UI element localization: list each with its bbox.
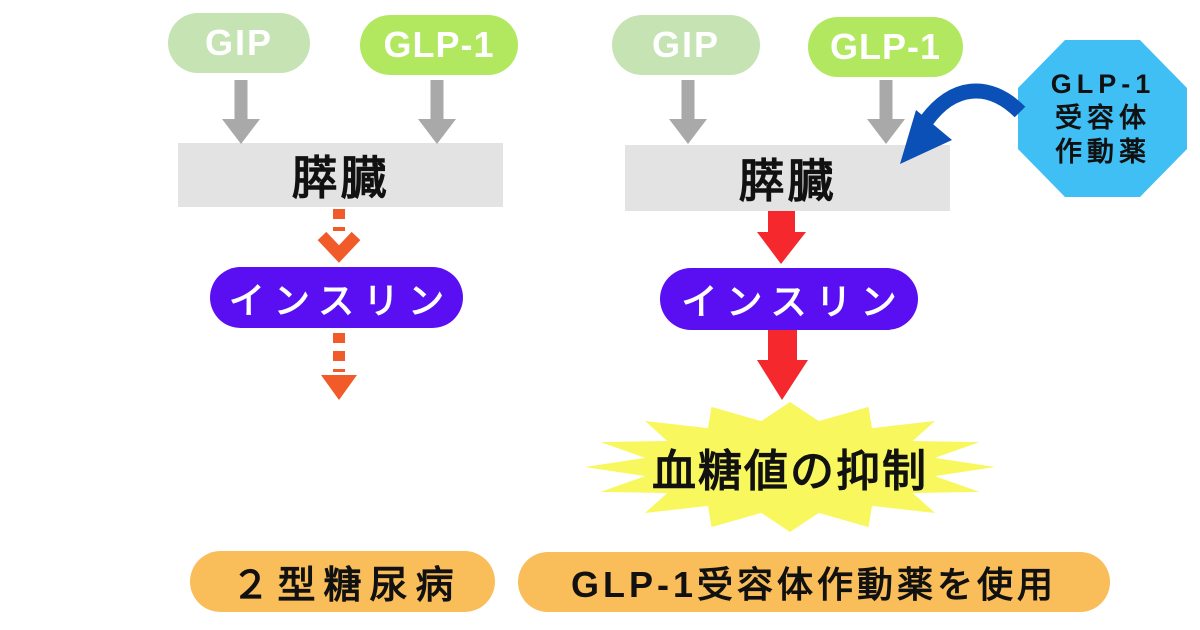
gip-label-left: GIP [204,22,273,63]
drug-octagon-label: GLP-1 受容体 作動薬 [1018,58,1188,178]
pancreas-label-left: 膵臓 [291,152,390,204]
insulin-label-right: インスリン [681,281,906,322]
insulin-label-left: インスリン [228,279,454,321]
red-arrow-lower-right [757,330,808,400]
drug-octagon-line2: 受容体 [1055,103,1151,133]
glucose-suppression-label: 血糖値の抑制 [590,437,990,497]
glp1-pill-right: GLP-1 [808,17,963,77]
gip-down-arrow-left [222,80,260,144]
drug-octagon-line3: 作動薬 [1055,137,1151,167]
glucose-suppression-text: 血糖値の抑制 [652,447,928,496]
gip-label-right: GIP [651,24,720,65]
glp1-label-left: GLP-1 [383,24,495,65]
red-arrow-upper-right [757,211,806,264]
diabetes-caption-label: ２型糖尿病 [231,565,462,607]
pancreas-label-right: 膵臓 [738,155,837,207]
drug-octagon-line1: GLP-1 [1050,69,1156,99]
insulin-pill-right: インスリン [660,268,918,330]
drug-octagon-shape [1018,40,1187,197]
pancreas-box-right: 膵臓 [625,145,950,211]
glp1-label-right: GLP-1 [829,26,941,67]
glp1-down-arrow-right [867,80,905,144]
glp1-down-arrow-left [418,80,456,144]
gip-pill-left: GIP [168,13,310,73]
insulin-pill-left: インスリン [210,267,463,328]
gip-down-arrow-right [669,80,707,144]
dashed-arrow-lower-left [321,333,357,400]
glp1-pill-left: GLP-1 [360,15,518,75]
gip-pill-right: GIP [612,15,760,75]
starburst-shape [585,402,995,532]
dashed-arrow-upper-left [317,209,361,263]
curved-arrow-icon [900,83,1026,164]
usage-caption-pill: GLP-1受容体作動薬を使用 [518,552,1110,612]
diabetes-caption-pill: ２型糖尿病 [190,551,495,612]
pancreas-box-left: 膵臓 [178,143,503,207]
usage-caption-label: GLP-1受容体作動薬を使用 [570,564,1057,605]
